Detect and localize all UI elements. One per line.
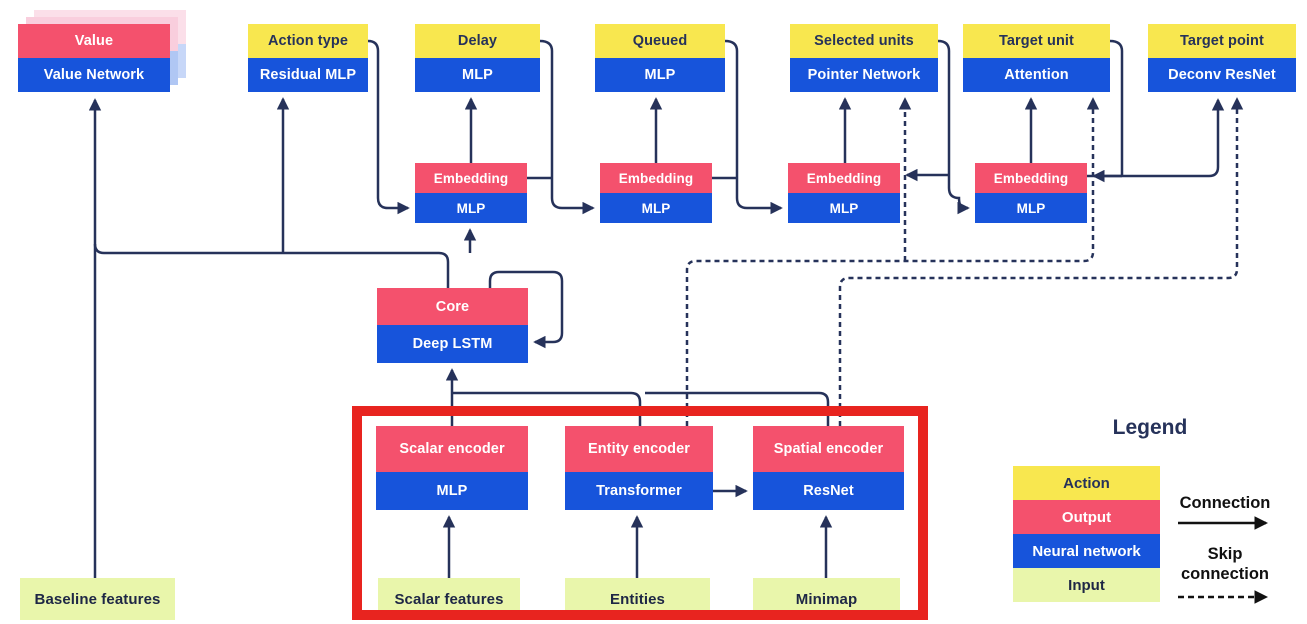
selected-units-label: Selected units [790,24,938,58]
embedding-3: Embedding MLP [788,163,900,223]
embedding-2-label: Embedding [600,163,712,193]
legend-connection-label: Connection [1179,494,1271,512]
core-box: Core Deep LSTM [377,288,528,363]
deconv-resnet-label: Deconv ResNet [1148,58,1296,92]
embedding-2: Embedding MLP [600,163,712,223]
connection-core-output-bus [93,243,450,288]
connection-embedding4-to-targetpoint [1087,98,1225,178]
delay-label: Delay [415,24,540,58]
skip-spatial-to-deconv [838,97,1244,426]
embedding-3-label: Embedding [788,163,900,193]
connection-queued-to-embedding3 [724,39,783,215]
embedding-4: Embedding MLP [975,163,1087,223]
connection-delay-to-embedding2 [539,39,595,215]
legend-item-input: Input [1013,568,1160,602]
entity-encoder-box: Entity encoder Transformer [565,426,713,510]
transformer-label: Transformer [565,472,713,510]
head-action-type: Action type Residual MLP [248,24,368,92]
resnet-label: ResNet [753,472,904,510]
head-target-unit: Target unit Attention [963,24,1110,92]
value-label: Value [18,24,170,58]
residual-mlp-label: Residual MLP [248,58,368,92]
legend-item-action: Action [1013,466,1160,500]
queued-label: Queued [595,24,725,58]
scalar-encoder-box: Scalar encoder MLP [376,426,528,510]
legend-skip-connection-label: Skip connection [1180,545,1269,583]
encoder-highlight-frame [352,406,928,620]
legend-item-neural-network: Neural network [1013,534,1160,568]
connection-selectedunits-down [937,39,970,215]
connection-actiontype-to-embedding1 [367,39,410,215]
entity-encoder-label: Entity encoder [565,426,713,472]
legend-title: Legend [1112,416,1188,439]
spatial-encoder-box: Spatial encoder ResNet [753,426,904,510]
value-network-label: Value Network [18,58,170,92]
delay-mlp-label: MLP [415,58,540,92]
deep-lstm-label: Deep LSTM [377,325,528,363]
connection-entity-to-lstm-bus [452,391,642,426]
input-baseline-features: Baseline features [20,578,175,620]
target-unit-label: Target unit [963,24,1110,58]
pointer-network-label: Pointer Network [790,58,938,92]
attention-label: Attention [963,58,1110,92]
value-head-box: Value Value Network [18,24,170,92]
spatial-encoder-label: Spatial encoder [753,426,904,472]
embedding-1: Embedding MLP [415,163,527,223]
head-target-point: Target point Deconv ResNet [1148,24,1296,92]
head-queued: Queued MLP [595,24,725,92]
embedding-2-mlp-label: MLP [600,193,712,223]
connection-core-self-loop [488,270,564,349]
embedding-4-label: Embedding [975,163,1087,193]
baseline-features-label: Baseline features [20,578,175,620]
skip-entity-to-attention [685,97,1100,426]
head-selected-units: Selected units Pointer Network [790,24,938,92]
action-type-label: Action type [248,24,368,58]
embedding-4-mlp-label: MLP [975,193,1087,223]
scalar-encoder-label: Scalar encoder [376,426,528,472]
queued-mlp-label: MLP [595,58,725,92]
legend-item-output: Output [1013,500,1160,534]
scalar-mlp-label: MLP [376,472,528,510]
embedding-1-label: Embedding [415,163,527,193]
connection-targetunit-down [1109,39,1124,176]
embedding-3-mlp-label: MLP [788,193,900,223]
target-point-label: Target point [1148,24,1296,58]
embedding-1-mlp-label: MLP [415,193,527,223]
connection-spatial-to-lstm-bus [645,391,830,426]
head-delay: Delay MLP [415,24,540,92]
core-label: Core [377,288,528,325]
